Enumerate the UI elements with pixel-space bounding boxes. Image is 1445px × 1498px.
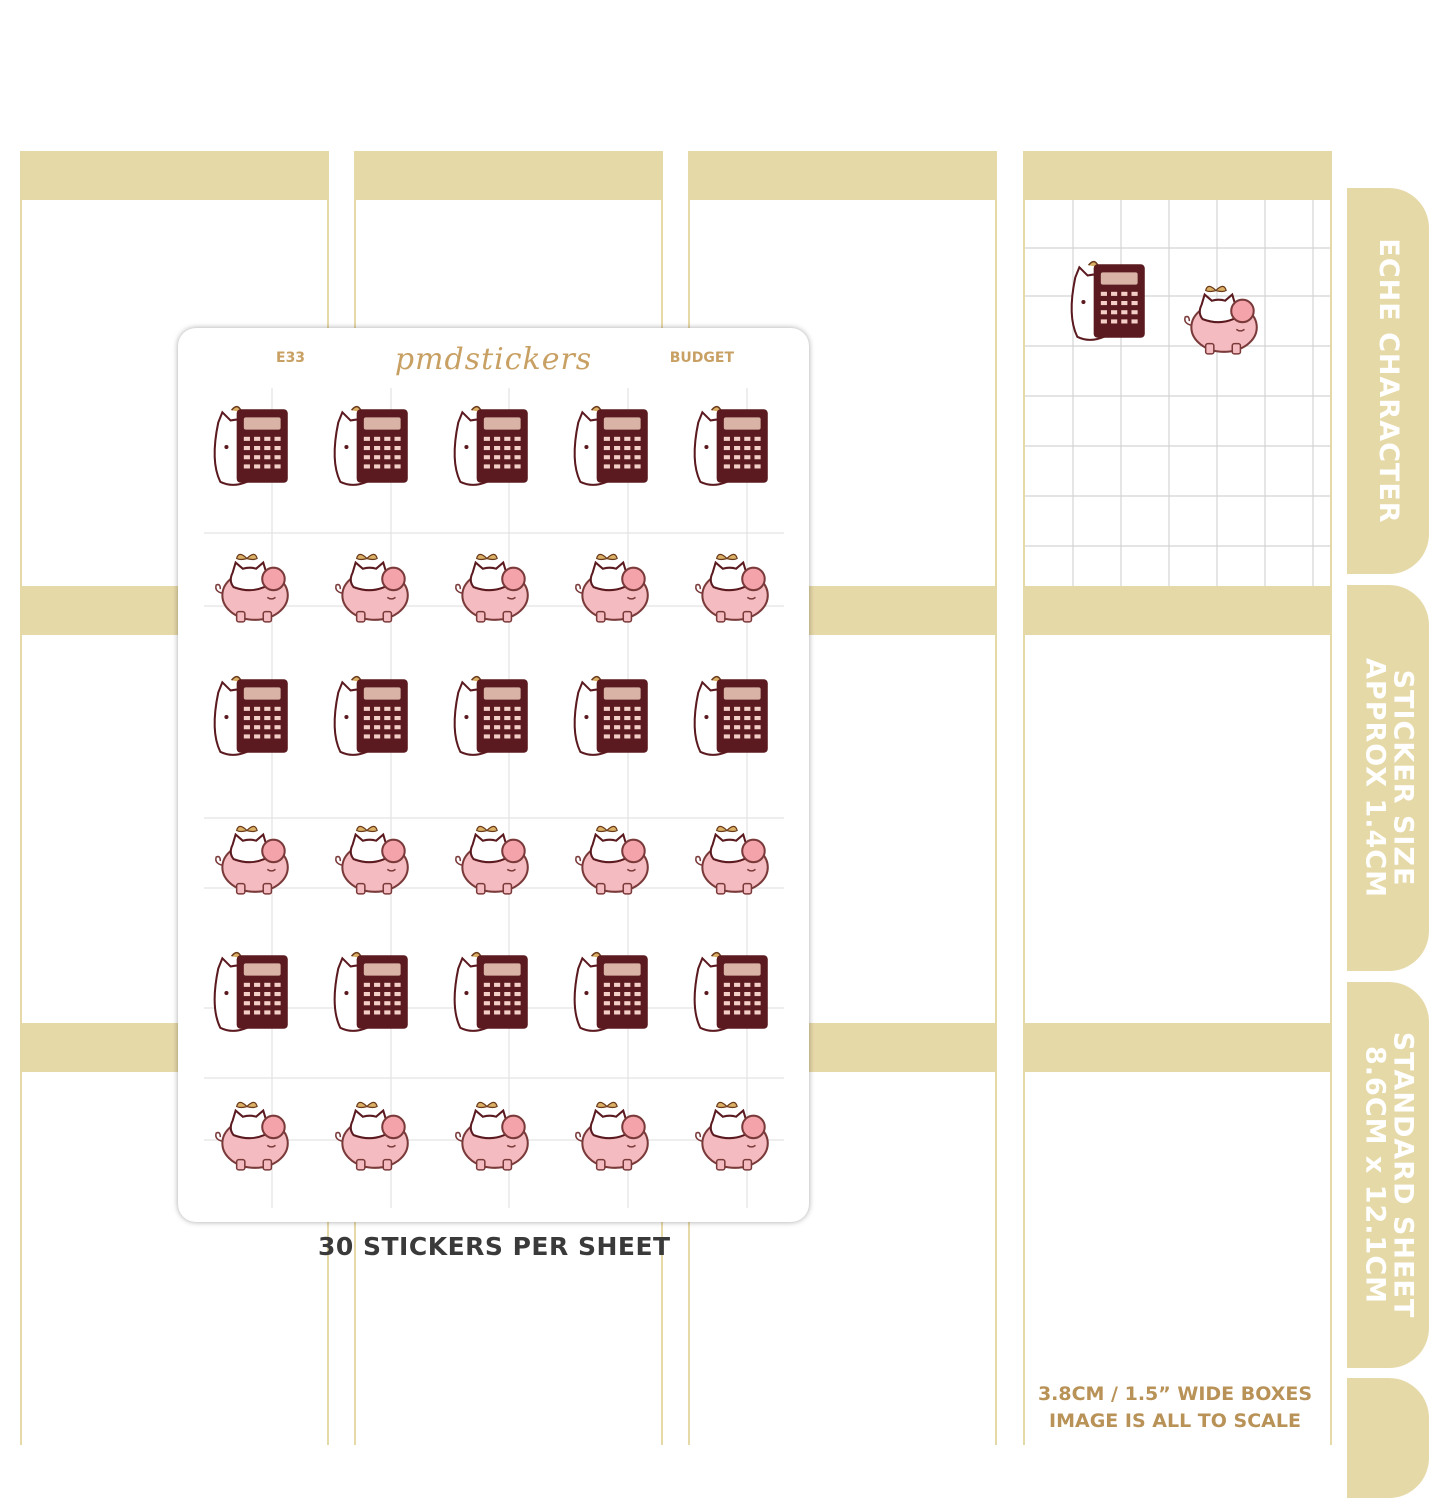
column-header-band — [688, 151, 997, 200]
column-mid-band — [1023, 586, 1332, 635]
calculator-sticker — [686, 946, 778, 1038]
sticker-sheet: E33 pmdstickers BUDGET — [178, 328, 809, 1222]
calculator-sticker — [326, 400, 418, 492]
column-header-band — [20, 151, 329, 200]
piggy-bank-sticker — [206, 536, 298, 628]
sample-calculator-sticker — [1063, 255, 1155, 347]
scale-note: 3.8CM / 1.5” WIDE BOXES IMAGE IS ALL TO … — [1030, 1381, 1320, 1435]
piggy-bank-sticker — [326, 808, 418, 900]
sheet-grid — [204, 388, 784, 1208]
piggy-bank-sticker — [686, 808, 778, 900]
scale-note-line: IMAGE IS ALL TO SCALE — [1049, 1410, 1301, 1432]
side-tab-eche-character: ECHE CHARACTER — [1347, 188, 1429, 574]
calculator-sticker — [566, 946, 658, 1038]
calculator-sticker — [686, 670, 778, 762]
piggy-bank-sticker — [206, 1084, 298, 1176]
side-tab-line: APPROX 1.4CM — [1359, 658, 1390, 898]
planner-column-4 — [1023, 151, 1332, 1445]
calculator-sticker — [206, 670, 298, 762]
calculator-sticker — [446, 670, 538, 762]
calculator-sticker — [326, 670, 418, 762]
piggy-bank-sticker — [686, 1084, 778, 1176]
calculator-sticker — [326, 946, 418, 1038]
side-tab-label: STANDARD SHEET 8.6CM x 12.1CM — [1359, 1031, 1419, 1319]
piggy-bank-sticker — [446, 536, 538, 628]
piggy-bank-sticker — [326, 536, 418, 628]
piggy-bank-sticker — [446, 808, 538, 900]
side-tab-sticker-size: STICKER SIZE APPROX 1.4CM — [1347, 585, 1429, 971]
side-tab-label: STICKER SIZE APPROX 1.4CM — [1359, 658, 1419, 898]
calculator-sticker — [686, 400, 778, 492]
side-tab-label: ECHE CHARACTER — [1373, 238, 1405, 524]
stickers-per-sheet-caption: 30 STICKERS PER SHEET — [318, 1232, 671, 1261]
sheet-brand-logo: pmdstickers — [394, 342, 593, 377]
sheet-code: E33 — [276, 350, 306, 366]
side-tab-line: ECHE CHARACTER — [1373, 238, 1405, 524]
side-tab-line: STICKER SIZE — [1387, 669, 1419, 887]
calculator-sticker — [566, 670, 658, 762]
side-tab-standard-sheet: STANDARD SHEET 8.6CM x 12.1CM — [1347, 982, 1429, 1368]
side-tab-partial — [1347, 1378, 1429, 1498]
piggy-bank-sticker — [206, 808, 298, 900]
sticker-grid — [178, 328, 809, 1222]
column-lower-band — [1023, 1023, 1332, 1072]
calculator-sticker — [566, 400, 658, 492]
column-header-band — [354, 151, 663, 200]
side-tab-line: 8.6CM x 12.1CM — [1359, 1045, 1390, 1305]
calculator-sticker — [446, 946, 538, 1038]
piggy-bank-sticker — [326, 1084, 418, 1176]
column-header-band — [1023, 151, 1332, 200]
scale-note-line: 3.8CM / 1.5” WIDE BOXES — [1037, 1383, 1313, 1405]
calculator-sticker — [446, 400, 538, 492]
calculator-sticker — [206, 400, 298, 492]
piggy-bank-sticker — [686, 536, 778, 628]
piggy-bank-sticker — [566, 808, 658, 900]
piggy-bank-sticker — [566, 1084, 658, 1176]
calculator-sticker — [206, 946, 298, 1038]
sample-piggy-sticker — [1175, 268, 1267, 360]
piggy-bank-sticker — [446, 1084, 538, 1176]
sheet-theme: BUDGET — [669, 350, 734, 366]
side-tab-line: STANDARD SHEET — [1387, 1031, 1419, 1319]
piggy-bank-sticker — [566, 536, 658, 628]
